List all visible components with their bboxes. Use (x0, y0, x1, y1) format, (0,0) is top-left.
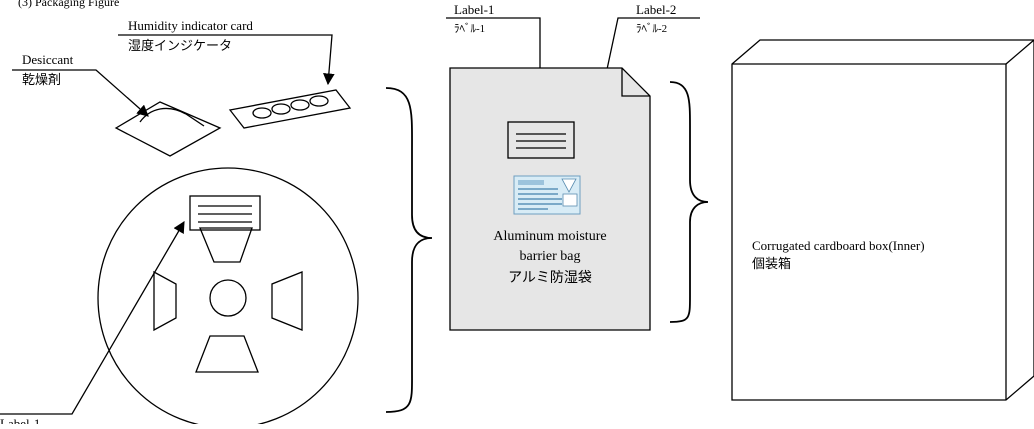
humidity-dot-icon (252, 107, 272, 119)
humidity-dot-icon (290, 99, 310, 111)
bag-label-1-en: Label-1 (454, 2, 494, 17)
right-brace-icon (669, 81, 709, 323)
bag-label-2-jp: ﾗﾍﾞﾙ-2 (636, 22, 667, 35)
bag-text-jp: アルミ防湿袋 (508, 270, 592, 286)
bag-label-2-en: Label-2 (636, 2, 676, 17)
humidity-card-label-jp: 湿度インジケータ (128, 38, 232, 53)
bag-label-1-jp: ﾗﾍﾞﾙ-1 (454, 22, 485, 35)
bag-fold-corner (621, 68, 650, 97)
reel-window-right (271, 271, 303, 331)
reel-window-top (199, 227, 253, 263)
humidity-indicator-card (228, 89, 352, 129)
reel-label-1 (189, 195, 261, 231)
cardboard-box: Corrugated cardboard box(Inner) 個装箱 (731, 39, 1034, 401)
humidity-dot-icon (309, 95, 329, 107)
bag-text-line1: Aluminum moisture (493, 229, 606, 244)
reel-label-1-text: Label-1 (0, 416, 40, 424)
reel-label-leader (0, 220, 185, 415)
left-brace-icon (385, 87, 433, 413)
figure-caption: (3) Packaging Figure (18, 0, 119, 9)
box-text-en: Corrugated cardboard box(Inner) (752, 238, 925, 253)
humidity-card-label-en: Humidity indicator card (128, 18, 253, 33)
bag-label-2-esd (513, 175, 581, 215)
humidity-dot-icon (271, 103, 291, 115)
box-text-jp: 個装箱 (752, 256, 791, 271)
reel-hub-icon (209, 279, 247, 317)
aluminum-bag: Aluminum moisture barrier bag アルミ防湿袋 (449, 67, 651, 331)
desiccant-leader (12, 69, 149, 117)
reel-window-bottom (195, 335, 259, 373)
bag-text-line2: barrier bag (519, 249, 580, 264)
esd-warning-icon (561, 178, 577, 193)
reel-window-left (153, 270, 177, 332)
humidity-card-leader (118, 34, 335, 86)
desiccant-packet (114, 101, 222, 157)
box-top-edge (1005, 39, 1034, 65)
desiccant-label-en: Desiccant (22, 52, 74, 67)
reel (97, 167, 359, 429)
desiccant-label-jp: 乾燥剤 (22, 72, 61, 87)
bag-label-1 (507, 121, 575, 159)
box-outline (731, 39, 1034, 401)
